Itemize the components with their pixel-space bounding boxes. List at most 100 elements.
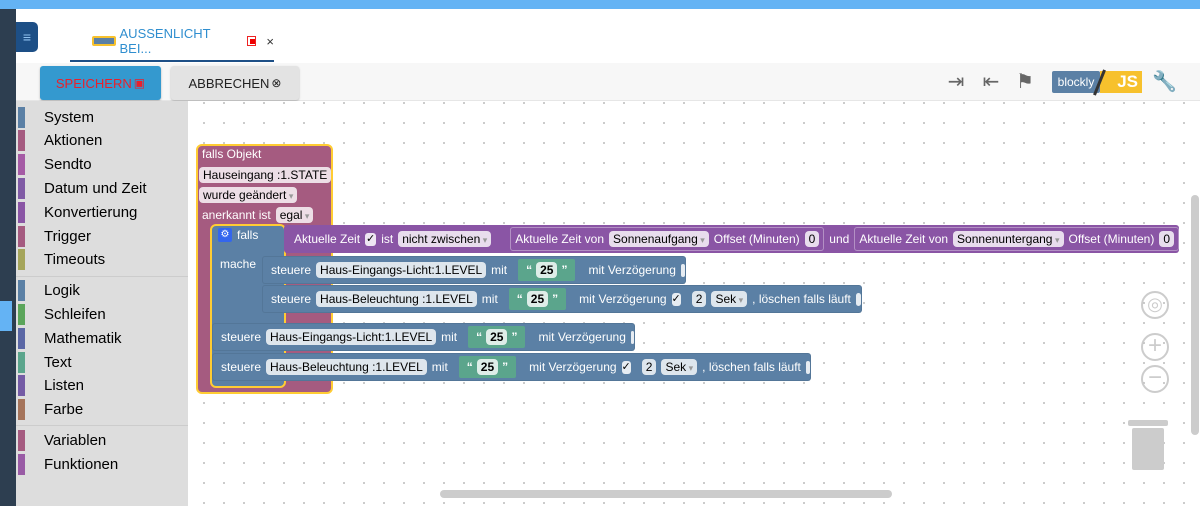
zoom-out-icon[interactable]: −: [1141, 365, 1169, 393]
ack-dropdown[interactable]: egal: [275, 207, 314, 223]
quote-open: “: [466, 360, 473, 374]
clear-checkbox[interactable]: [855, 292, 861, 306]
clear-label: , löschen falls läuft: [752, 292, 851, 306]
toolbox-item-mathematik[interactable]: Mathematik: [18, 327, 122, 349]
toolbox-item-label: Trigger: [44, 227, 91, 245]
quote-open: “: [526, 263, 533, 277]
toolbox-item-system[interactable]: System: [18, 106, 94, 128]
sunrise-dropdown[interactable]: Sonnenaufgang: [609, 231, 709, 247]
sunrise-block[interactable]: Aktuelle Zeit vonSonnenaufgangOffset (Mi…: [510, 227, 825, 251]
with-label: mit: [491, 263, 508, 277]
text-block[interactable]: “25”: [518, 259, 576, 281]
delay-checkbox[interactable]: ✓: [621, 360, 631, 374]
toolbox-item-farbe[interactable]: Farbe: [18, 399, 83, 421]
and-label: und: [829, 232, 850, 246]
toolbox-item-label: Datum und Zeit: [44, 179, 147, 197]
delay-field[interactable]: 2: [641, 359, 657, 375]
toolbox-item-label: Text: [44, 353, 72, 371]
wrench-icon[interactable]: 🔧: [1152, 71, 1177, 93]
toolbox-item-schleifen[interactable]: Schleifen: [18, 303, 106, 325]
toolbox-item-aktionen[interactable]: Aktionen: [18, 130, 102, 152]
gear-icon[interactable]: ⚙: [218, 228, 232, 242]
checkbox[interactable]: ✓: [365, 232, 377, 246]
export-icon[interactable]: ⇥: [947, 71, 965, 93]
import-icon[interactable]: ⇤: [982, 71, 1000, 93]
toolbox-item-konvertierung[interactable]: Konvertierung: [18, 201, 137, 223]
vertical-scrollbar[interactable]: [1191, 195, 1199, 435]
event-dropdown[interactable]: wurde geändert: [199, 187, 298, 203]
quote-open: “: [476, 330, 483, 344]
control-label: steuere: [271, 263, 312, 277]
text-block[interactable]: “25”: [458, 356, 517, 378]
sunset-block[interactable]: Aktuelle Zeit vonSonnenuntergangOffset (…: [854, 227, 1179, 251]
object-field[interactable]: Haus-Eingangs-Licht:1.LEVEL: [266, 329, 437, 345]
unit-dropdown[interactable]: Sek: [711, 291, 748, 307]
horizontal-scrollbar[interactable]: [440, 490, 892, 498]
toolbox-item-logik[interactable]: Logik: [18, 280, 80, 302]
toolbox-item-trigger[interactable]: Trigger: [18, 225, 91, 247]
toolbox-item-variablen[interactable]: Variablen: [18, 429, 106, 451]
checkered-flag-icon[interactable]: ⚑: [1016, 71, 1034, 93]
top-bar: [0, 0, 1200, 9]
clear-checkbox[interactable]: [805, 360, 810, 374]
object-field[interactable]: Hauseingang :1.STATE: [199, 167, 332, 183]
trigger-label: falls Objekt: [202, 147, 262, 161]
category-color: [18, 177, 25, 199]
if-label: falls: [237, 228, 259, 242]
zoom-in-icon[interactable]: +: [1141, 333, 1169, 361]
category-color: [18, 154, 25, 176]
value-field[interactable]: 25: [486, 329, 508, 345]
offset-field[interactable]: 0: [1159, 231, 1174, 247]
delay-label: mit Verzögerung: [588, 263, 676, 277]
operator-dropdown[interactable]: nicht zwischen: [398, 231, 492, 247]
tab-script[interactable]: AUSSENLICHT BEI... ×: [70, 22, 274, 62]
left-strip: [0, 9, 16, 506]
category-color: [18, 303, 25, 325]
toolbox-item-listen[interactable]: Listen: [18, 375, 84, 397]
time-condition-block[interactable]: Aktuelle Zeit ✓ ist nicht zwischen Aktue…: [284, 225, 1179, 253]
control-block[interactable]: steuere Haus-Eingangs-Licht:1.LEVEL mit “25…: [262, 256, 686, 284]
toolbox-item-label: System: [44, 108, 95, 126]
trash-icon[interactable]: [1128, 420, 1168, 470]
ack-label: anerkannt ist: [202, 208, 271, 222]
sunset-dropdown[interactable]: Sonnenuntergang: [953, 231, 1064, 247]
text-block[interactable]: “25”: [468, 326, 526, 348]
value-field[interactable]: 25: [526, 291, 549, 307]
category-color: [18, 106, 25, 128]
delay-checkbox[interactable]: ✓: [671, 292, 681, 306]
unit-dropdown[interactable]: Sek: [661, 359, 698, 375]
save-button[interactable]: SPEICHERN▣: [40, 66, 161, 100]
object-field[interactable]: Haus-Eingangs-Licht:1.LEVEL: [316, 262, 487, 278]
category-color: [18, 327, 25, 349]
cancel-button[interactable]: ABBRECHEN⊗: [171, 66, 299, 100]
category-color: [18, 201, 25, 223]
category-color: [18, 375, 25, 397]
delay-field[interactable]: 2: [691, 291, 707, 307]
toolbox-item-timeouts[interactable]: Timeouts: [18, 249, 105, 271]
toolbox-item-funktionen[interactable]: Funktionen: [18, 453, 118, 475]
offset-label: Offset (Minuten): [713, 232, 800, 246]
object-field[interactable]: Haus-Beleuchtung :1.LEVEL: [266, 359, 427, 375]
toolbox-item-text[interactable]: Text: [18, 351, 72, 373]
delay-checkbox[interactable]: [680, 263, 685, 277]
object-field[interactable]: Haus-Beleuchtung :1.LEVEL: [316, 291, 477, 307]
toolbox-item-sendto[interactable]: Sendto: [18, 154, 92, 176]
close-tab-button[interactable]: ×: [266, 33, 274, 49]
delay-checkbox[interactable]: [630, 330, 634, 344]
toolbox-item-datum-und-zeit[interactable]: Datum und Zeit: [18, 177, 147, 199]
menu-button[interactable]: ≡: [16, 22, 38, 52]
toolbox-item-label: Schleifen: [44, 305, 106, 323]
text-block[interactable]: “25”: [508, 288, 567, 310]
control-label: steuere: [271, 292, 312, 306]
offset-field[interactable]: 0: [804, 231, 820, 247]
value-field[interactable]: 25: [476, 359, 499, 375]
value-field[interactable]: 25: [536, 262, 558, 278]
recenter-icon[interactable]: ◎: [1141, 291, 1169, 319]
toolbox-item-label: Aktionen: [44, 132, 103, 150]
time-of-label: Aktuelle Zeit von: [859, 232, 949, 246]
